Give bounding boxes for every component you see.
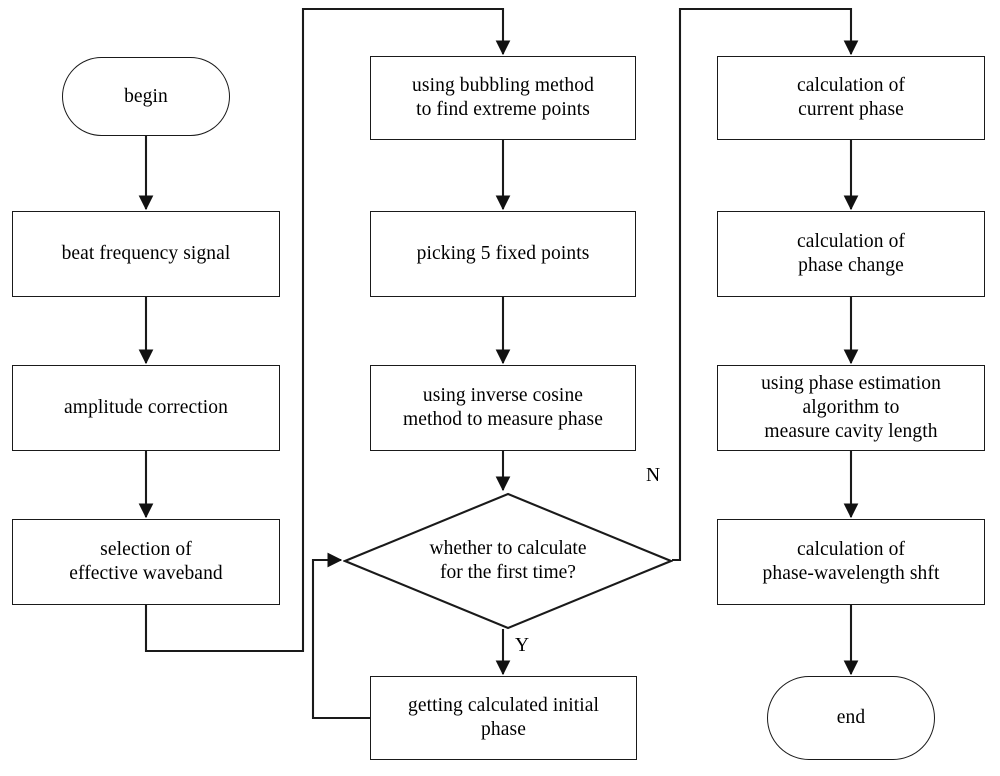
- node-using-inverse-cosine-method[interactable]: using inverse cosine method to measure p…: [370, 365, 636, 451]
- node-calculation-of-phase-change-label: calculation of phase change: [796, 231, 906, 276]
- node-end[interactable]: end: [767, 676, 935, 760]
- node-calculation-of-phase-wavelength-shft-label: calculation of phase-wavelength shft: [762, 539, 940, 584]
- node-using-phase-estimation-algorithm[interactable]: using phase estimation algorithm to meas…: [717, 365, 985, 451]
- node-amplitude-correction-label: amplitude correction: [64, 397, 228, 419]
- node-calculation-of-phase-change[interactable]: calculation of phase change: [717, 211, 985, 297]
- node-picking-5-fixed-points-label: picking 5 fixed points: [416, 243, 590, 265]
- node-calculation-of-phase-wavelength-shft[interactable]: calculation of phase-wavelength shft: [717, 519, 985, 605]
- node-begin-label: begin: [124, 85, 168, 107]
- node-getting-calculated-initial-phase[interactable]: getting calculated initial phase: [370, 676, 637, 760]
- node-picking-5-fixed-points[interactable]: picking 5 fixed points: [370, 211, 636, 297]
- node-selection-of-effective-waveband[interactable]: selection of effective waveband: [12, 519, 280, 605]
- node-calculation-of-current-phase-label: calculation of current phase: [796, 75, 906, 120]
- branch-label-no: N: [646, 465, 661, 486]
- node-getting-calculated-initial-phase-label: getting calculated initial phase: [407, 695, 600, 740]
- node-begin[interactable]: begin: [62, 57, 230, 136]
- node-amplitude-correction[interactable]: amplitude correction: [12, 365, 280, 451]
- node-using-inverse-cosine-method-label: using inverse cosine method to measure p…: [403, 385, 603, 430]
- node-selection-of-effective-waveband-label: selection of effective waveband: [69, 539, 223, 584]
- node-beat-frequency-signal[interactable]: beat frequency signal: [12, 211, 280, 297]
- node-calculation-of-current-phase[interactable]: calculation of current phase: [717, 56, 985, 140]
- node-beat-frequency-signal-label: beat frequency signal: [61, 243, 231, 265]
- branch-label-yes: Y: [515, 635, 530, 656]
- node-whether-first-time[interactable]: whether to calculate for the first time?: [343, 492, 673, 630]
- node-using-phase-estimation-algorithm-label: using phase estimation algorithm to meas…: [761, 373, 941, 442]
- node-end-label: end: [836, 707, 866, 729]
- node-using-bubbling-method[interactable]: using bubbling method to find extreme po…: [370, 56, 636, 140]
- node-whether-first-time-label: whether to calculate for the first time?: [429, 538, 587, 583]
- node-using-bubbling-method-label: using bubbling method to find extreme po…: [412, 75, 594, 120]
